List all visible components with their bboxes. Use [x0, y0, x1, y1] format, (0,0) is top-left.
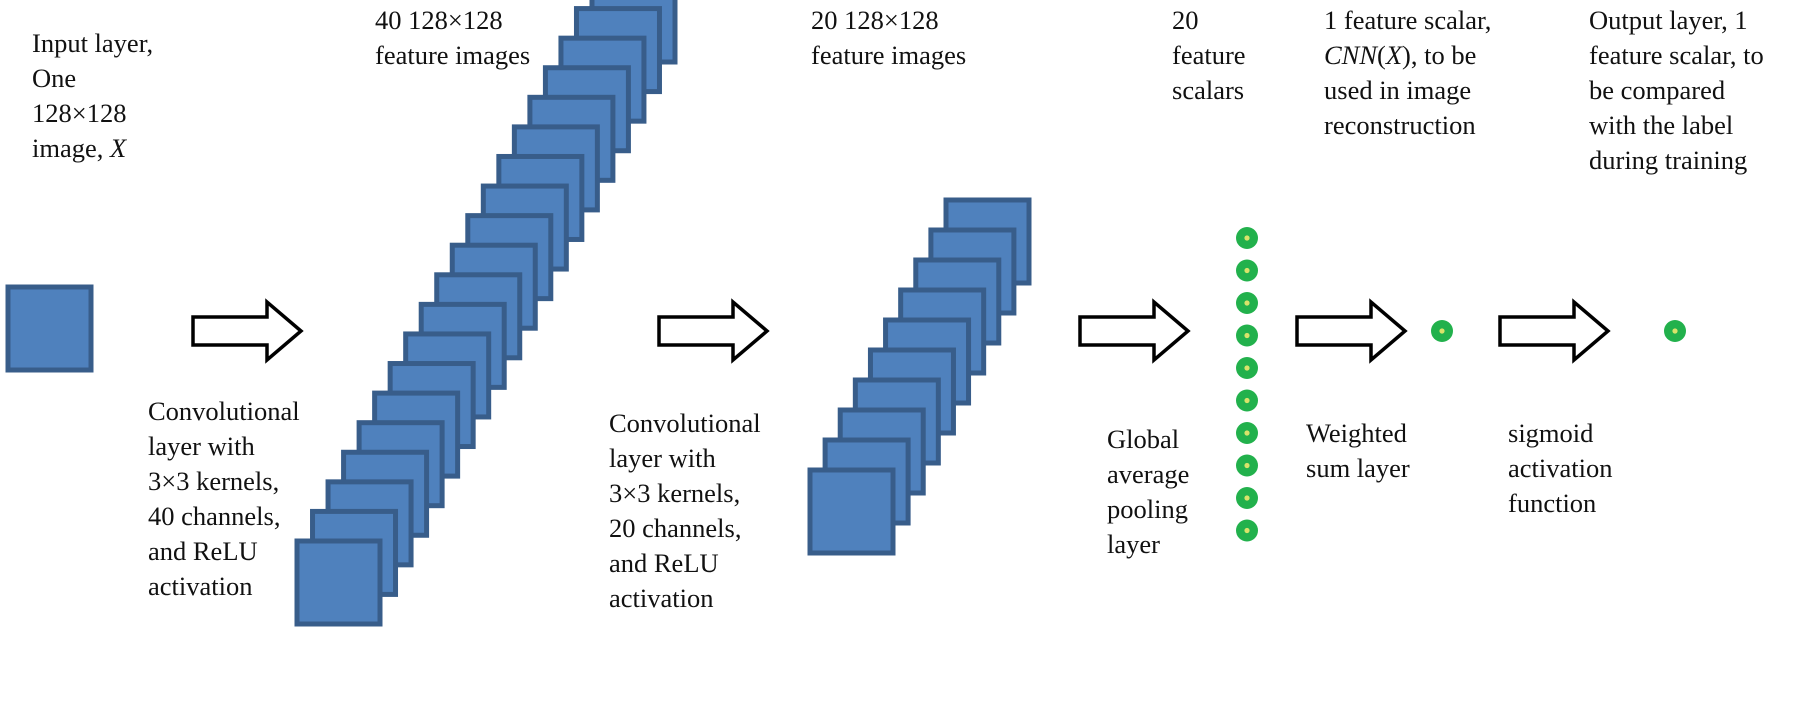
conv1-operation-line: 40 channels,	[148, 501, 281, 531]
conv1-output-label: 40 128×128 feature images	[375, 3, 530, 73]
gap-operation-line: layer	[1107, 529, 1160, 559]
gap-scalar-dot-center	[1244, 235, 1250, 241]
input-layer-line: image, X	[32, 131, 153, 166]
gap-scalar-dot-center	[1244, 332, 1250, 339]
arrow-5	[1498, 298, 1611, 364]
output-layer-label: Output layer, 1 feature scalar, to be co…	[1589, 3, 1764, 178]
input-layer-line: 128×128	[32, 98, 127, 128]
arrow-3	[1078, 298, 1191, 364]
conv1-operation-label: Convolutional layer with 3×3 kernels, 40…	[148, 394, 300, 604]
cnn-function-arg: X	[1385, 40, 1403, 70]
sigmoid-operation-line: function	[1508, 488, 1597, 518]
weighted-output-line: used in image	[1324, 75, 1472, 105]
gap-operation-line: average	[1107, 459, 1190, 489]
weighted-operation-line: Weighted	[1306, 418, 1407, 448]
gap-operation-line: Global	[1107, 424, 1180, 454]
conv1-feature-stack	[294, 0, 678, 627]
conv1-feature-square	[294, 538, 383, 627]
conv1-operation-line: layer with	[148, 431, 255, 461]
output-layer-line: be compared	[1589, 75, 1726, 105]
input-image-square	[5, 284, 94, 373]
gap-scalar-dot-center	[1244, 527, 1250, 534]
conv2-operation-line: Convolutional	[609, 408, 761, 438]
conv1-operation-line: and ReLU	[148, 536, 258, 566]
output-layer-line: Output layer, 1	[1589, 5, 1748, 35]
conv2-operation-line: and ReLU	[609, 548, 719, 578]
input-layer-line: Input layer,	[32, 28, 154, 58]
conv2-feature-square	[807, 467, 896, 556]
gap-output-line: scalars	[1172, 75, 1245, 105]
input-variable: X	[110, 133, 127, 163]
gap-scalar-dots	[1236, 227, 1258, 542]
input-layer-line: One	[32, 63, 77, 93]
conv2-operation-line: activation	[609, 583, 714, 613]
arrow-1	[191, 298, 304, 364]
weighted-output-line: CNN(X), to be	[1324, 38, 1491, 73]
conv2-output-label: 20 128×128 feature images	[811, 3, 966, 73]
conv2-operation-label: Convolutional layer with 3×3 kernels, 20…	[609, 406, 761, 616]
conv2-output-line: 20 128×128	[811, 5, 939, 35]
conv2-operation-line: layer with	[609, 443, 716, 473]
gap-scalar-dot-center	[1244, 365, 1250, 371]
arrow-2	[657, 298, 770, 364]
weighted-output-line: 1 feature scalar,	[1324, 5, 1492, 35]
weighted-output-line: reconstruction	[1324, 110, 1476, 140]
conv1-operation-line: activation	[148, 571, 253, 601]
cnn-function-name: CNN	[1324, 40, 1378, 70]
weighted-operation-line: sum layer	[1306, 453, 1410, 483]
input-layer-label: Input layer, One 128×128 image, X	[32, 26, 153, 166]
gap-scalar-dot-center	[1244, 267, 1250, 274]
gap-scalar-dot-center	[1244, 397, 1250, 404]
weighted-output-label: 1 feature scalar, CNN(X), to be used in …	[1324, 3, 1491, 143]
sigmoid-operation-line: sigmoid	[1508, 418, 1594, 448]
conv1-output-line: feature images	[375, 40, 531, 70]
input-layer-text: image,	[32, 133, 110, 163]
gap-scalar-dot-center	[1244, 430, 1250, 436]
single-scalar-dots	[1431, 320, 1686, 342]
gap-output-line: feature	[1172, 40, 1246, 70]
conv2-operation-line: 3×3 kernels,	[609, 478, 741, 508]
output-layer-line: feature scalar, to	[1589, 40, 1764, 70]
input-square	[5, 284, 94, 373]
gap-operation-line: pooling	[1107, 494, 1188, 524]
paren-open: (	[1377, 40, 1386, 70]
conv2-output-line: feature images	[811, 40, 967, 70]
output-layer-line: during training	[1589, 145, 1748, 175]
sigmoid-operation-line: activation	[1508, 453, 1613, 483]
weighted-scalar-dot-center	[1439, 328, 1445, 334]
weighted-operation-label: Weighted sum layer	[1306, 416, 1410, 486]
gap-scalar-dot-center	[1244, 300, 1250, 306]
gap-operation-label: Global average pooling layer	[1107, 422, 1189, 562]
conv2-operation-line: 20 channels,	[609, 513, 742, 543]
conv1-operation-line: 3×3 kernels,	[148, 466, 280, 496]
gap-output-line: 20	[1172, 5, 1199, 35]
gap-scalar-dot-center	[1244, 495, 1250, 501]
sigmoid-operation-label: sigmoid activation function	[1508, 416, 1613, 521]
conv1-output-line: 40 128×128	[375, 5, 503, 35]
conv2-feature-stack	[807, 197, 1032, 556]
gap-output-label: 20 feature scalars	[1172, 3, 1246, 108]
gap-scalar-dot-center	[1244, 462, 1250, 469]
output-scalar-dot-center	[1672, 328, 1678, 334]
output-layer-line: with the label	[1589, 110, 1734, 140]
flow-arrows	[191, 298, 1611, 364]
arrow-4	[1295, 298, 1408, 364]
weighted-output-text: ), to be	[1402, 40, 1477, 70]
conv1-operation-line: Convolutional	[148, 396, 300, 426]
